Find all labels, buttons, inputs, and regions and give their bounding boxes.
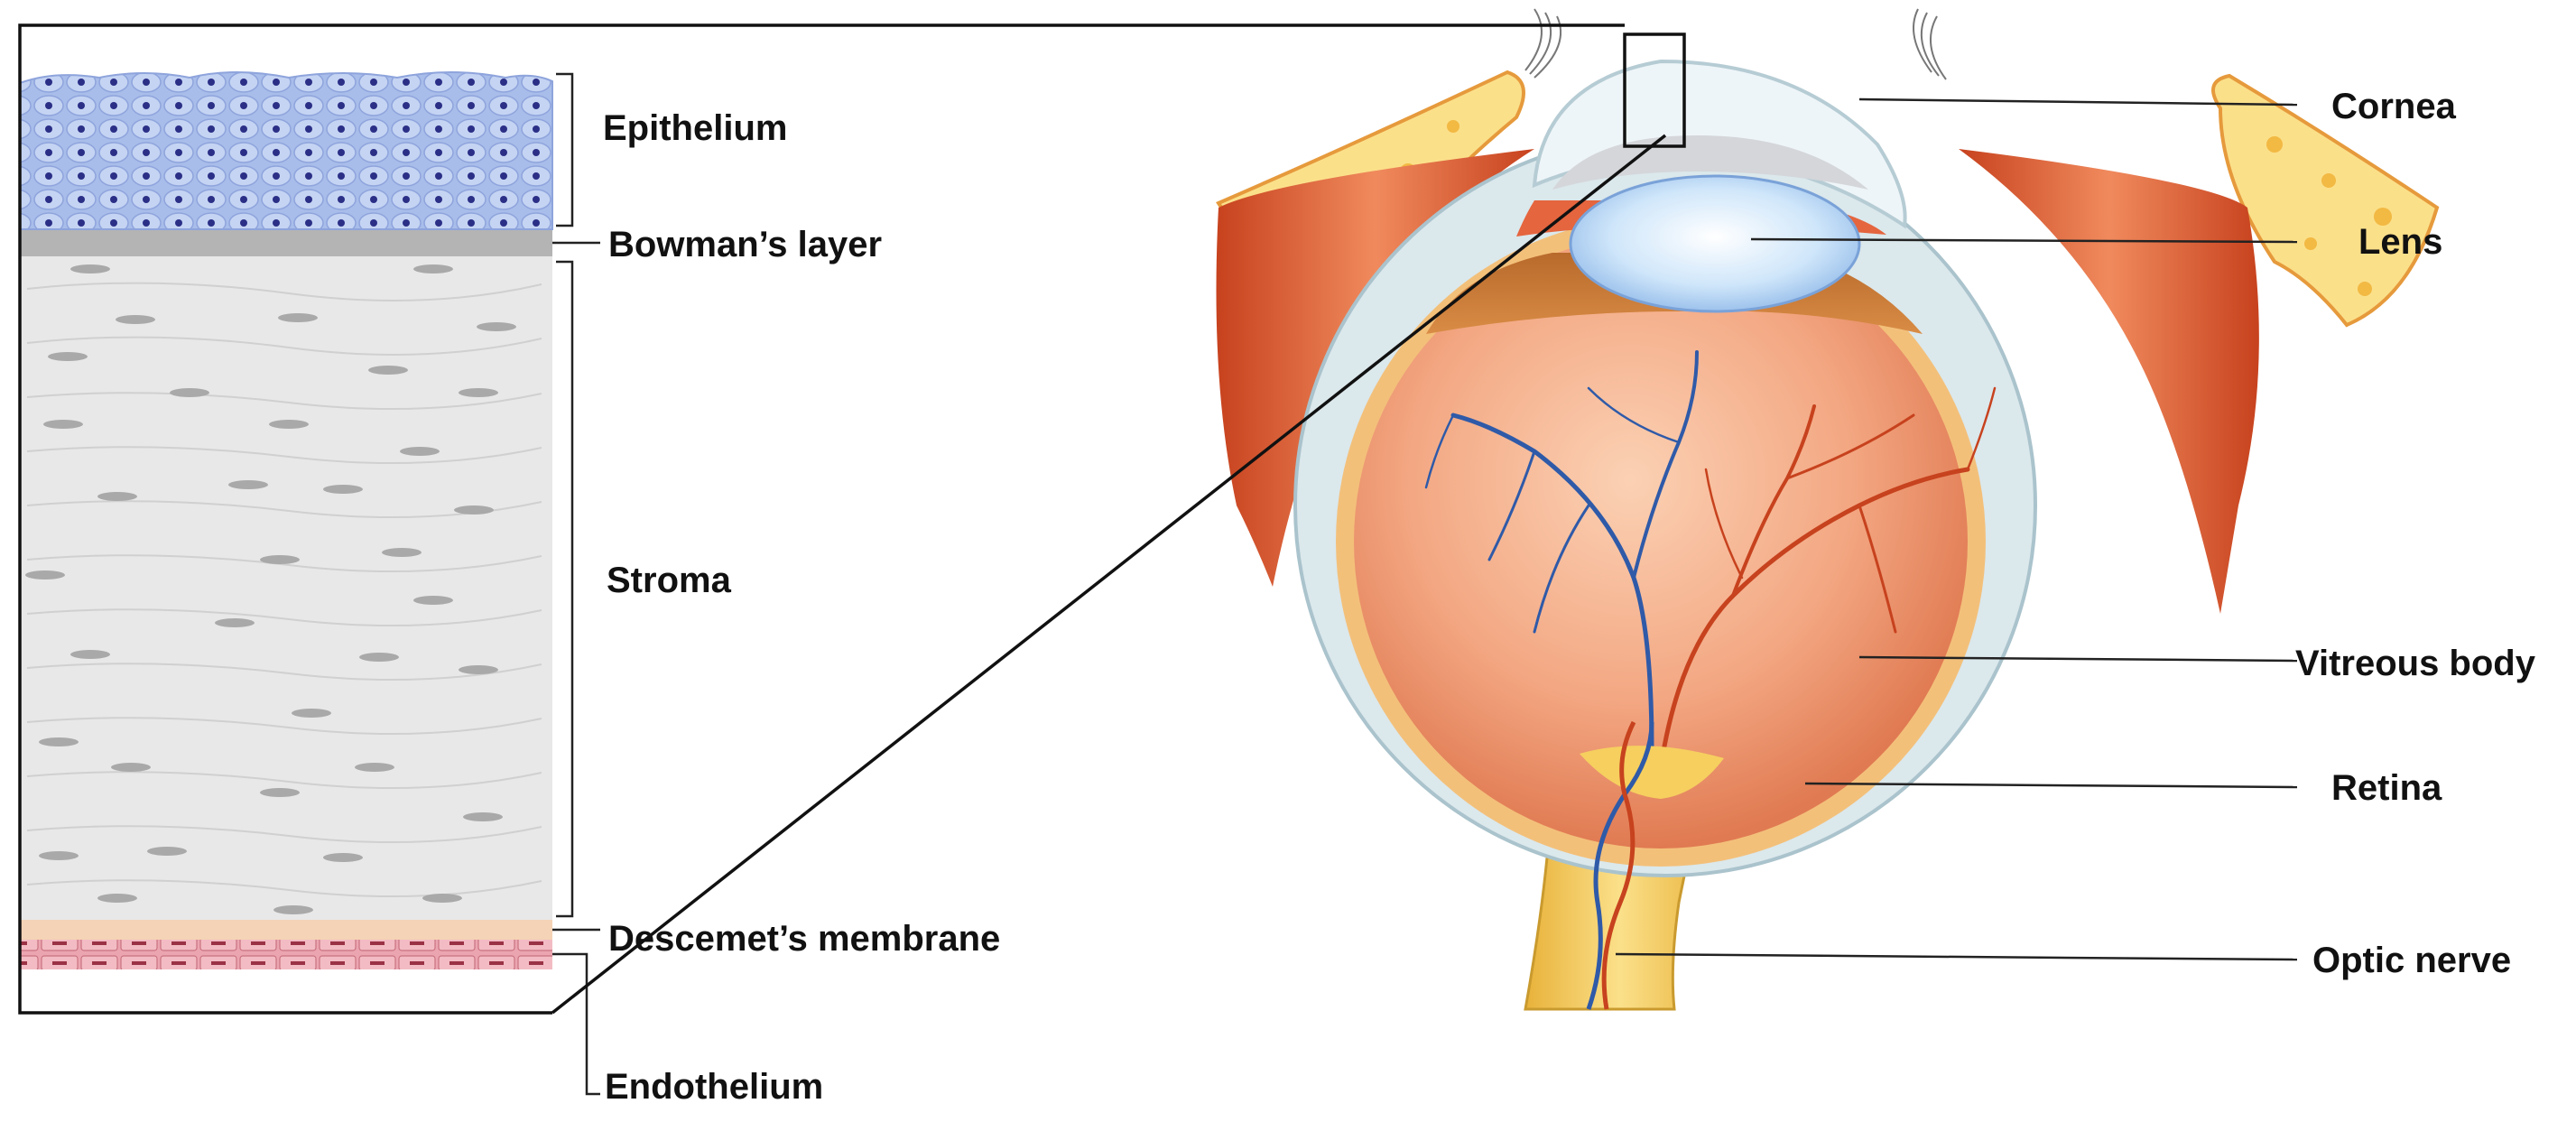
endothelium-band bbox=[20, 940, 552, 969]
cornea-section-frame bbox=[18, 23, 552, 1015]
optic-nerve-leader bbox=[1615, 952, 2298, 961]
vitreous-body-label: Vitreous body bbox=[2295, 644, 2536, 683]
central-retinal-artery bbox=[1601, 720, 1636, 1010]
optic-disc bbox=[1580, 746, 1724, 799]
lens-label: Lens bbox=[2358, 222, 2442, 262]
descemets-membrane-label: Descemet’s membrane bbox=[608, 919, 1000, 959]
retina-leader bbox=[1804, 782, 2298, 789]
epithelium-bracket bbox=[556, 72, 574, 227]
zoom-box bbox=[1623, 32, 1686, 148]
cornea-leader bbox=[1858, 97, 2298, 107]
stroma-fibers bbox=[26, 282, 542, 898]
zoom-line-bottom bbox=[551, 134, 1667, 1015]
retina-label: Retina bbox=[2331, 768, 2442, 808]
zoom-callout bbox=[18, 23, 1686, 1015]
upper-right-eyelid bbox=[2211, 73, 2440, 328]
right-extraocular-muscle bbox=[1959, 149, 2259, 614]
bowmans-layer-band bbox=[20, 229, 552, 256]
vitreous-body-shape bbox=[1354, 235, 1968, 848]
lens-shape bbox=[1569, 174, 1861, 313]
epithelium-layer bbox=[19, 71, 553, 230]
central-retinal-vein bbox=[1586, 721, 1654, 1010]
descemets-membrane-band bbox=[20, 920, 552, 940]
keratocytes bbox=[25, 264, 516, 914]
cornea-label: Cornea bbox=[2331, 87, 2457, 126]
vitreous-body-leader bbox=[1858, 655, 2298, 663]
eyelashes bbox=[1524, 8, 1947, 80]
stroma-bracket bbox=[556, 260, 574, 918]
retinal-vessels bbox=[1424, 350, 1997, 770]
endothelium-label: Endothelium bbox=[605, 1067, 823, 1107]
eyeball-illustration bbox=[1216, 8, 2440, 1011]
bowmans-layer-label: Bowman’s layer bbox=[608, 225, 882, 264]
anterior-chamber bbox=[1552, 135, 1868, 190]
optic-nerve-label: Optic nerve bbox=[2312, 941, 2511, 980]
epithelium-label: Epithelium bbox=[603, 108, 787, 148]
stroma-layer bbox=[20, 256, 552, 920]
stroma-label: Stroma bbox=[607, 561, 732, 600]
cornea-cross-section bbox=[19, 71, 600, 1096]
endothelium-leader bbox=[552, 952, 600, 1096]
lens-leader bbox=[1750, 237, 2298, 244]
